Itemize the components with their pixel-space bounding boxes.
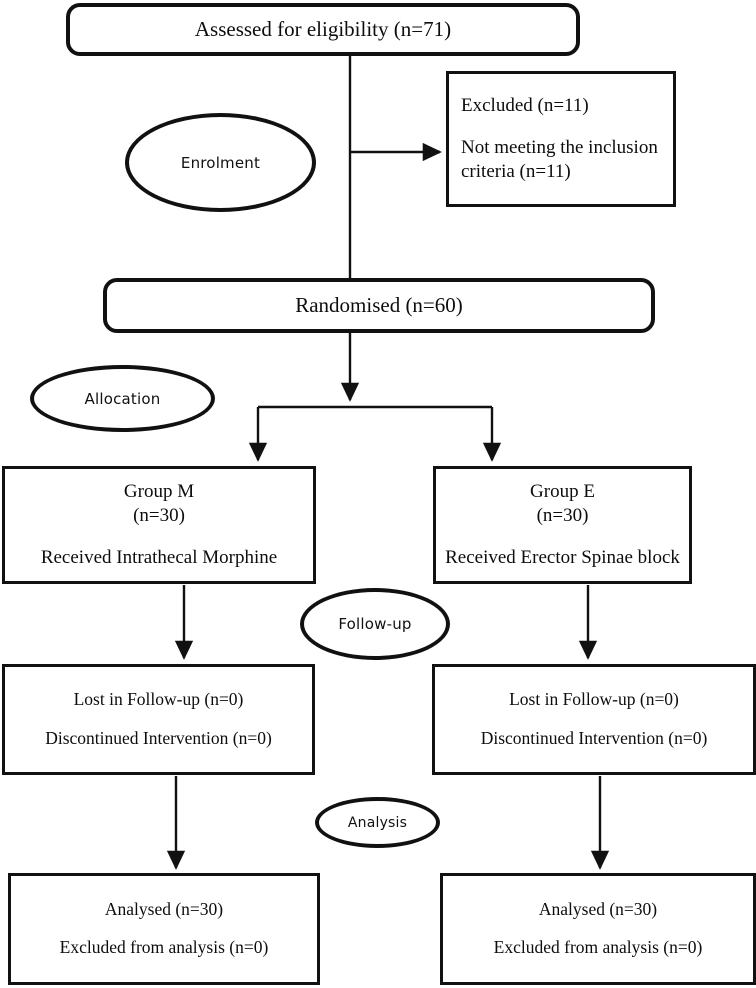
group-e-line-3: Received Erector Spinae block — [445, 546, 680, 568]
assessed-line-1: Assessed for eligibility (n=71) — [194, 17, 452, 42]
stage-label-analysis: Analysis — [347, 814, 408, 831]
node-group-e: Group E (n=30) Received Erector Spinae b… — [433, 466, 692, 584]
group-m-line-2: (n=30) — [133, 505, 185, 527]
group-e-line-1: Group E — [530, 481, 595, 503]
node-analysed-left: Analysed (n=30) Excluded from analysis (… — [8, 873, 320, 985]
analysed-left-line-1: Analysed (n=30) — [104, 898, 224, 919]
excluded-line-2: Not meeting the inclusion criteria (n=11… — [461, 136, 661, 184]
stage-ellipse-followup: Follow-up — [300, 588, 450, 660]
excluded-line-2a: Not meeting the inclusion — [461, 137, 658, 159]
node-lost-left: Lost in Follow-up (n=0) Discontinued Int… — [2, 664, 315, 775]
excluded-line-1: Excluded (n=11) — [461, 95, 589, 117]
lost-right-line-1: Lost in Follow-up (n=0) — [509, 689, 679, 710]
randomised-line-1: Randomised (n=60) — [295, 293, 463, 318]
node-lost-right: Lost in Follow-up (n=0) Discontinued Int… — [432, 664, 756, 775]
analysed-left-line-2: Excluded from analysis (n=0) — [59, 937, 269, 958]
lost-right-line-2: Discontinued Intervention (n=0) — [480, 727, 708, 748]
stage-ellipse-allocation: Allocation — [30, 365, 215, 432]
node-randomised: Randomised (n=60) — [103, 278, 655, 333]
stage-label-allocation: Allocation — [84, 389, 161, 408]
analysed-right-line-2: Excluded from analysis (n=0) — [493, 937, 703, 958]
group-m-line-3: Received Intrathecal Morphine — [40, 546, 278, 568]
stage-label-enrolment: Enrolment — [180, 153, 261, 172]
node-group-m: Group M (n=30) Received Intrathecal Morp… — [2, 466, 316, 584]
analysed-right-line-1: Analysed (n=30) — [538, 898, 658, 919]
stage-label-followup: Follow-up — [338, 615, 412, 633]
stage-ellipse-analysis: Analysis — [315, 797, 440, 848]
lost-left-line-1: Lost in Follow-up (n=0) — [73, 689, 244, 710]
excluded-line-2b: criteria (n=11) — [461, 160, 571, 182]
group-e-line-2: (n=30) — [536, 505, 589, 527]
group-m-line-1: Group M — [123, 481, 195, 503]
node-analysed-right: Analysed (n=30) Excluded from analysis (… — [440, 873, 756, 985]
stage-ellipse-enrolment: Enrolment — [125, 113, 316, 212]
node-excluded: Excluded (n=11) Not meeting the inclusio… — [446, 71, 676, 207]
node-assessed-for-eligibility: Assessed for eligibility (n=71) — [66, 3, 580, 56]
lost-left-line-2: Discontinued Intervention (n=0) — [45, 727, 272, 748]
